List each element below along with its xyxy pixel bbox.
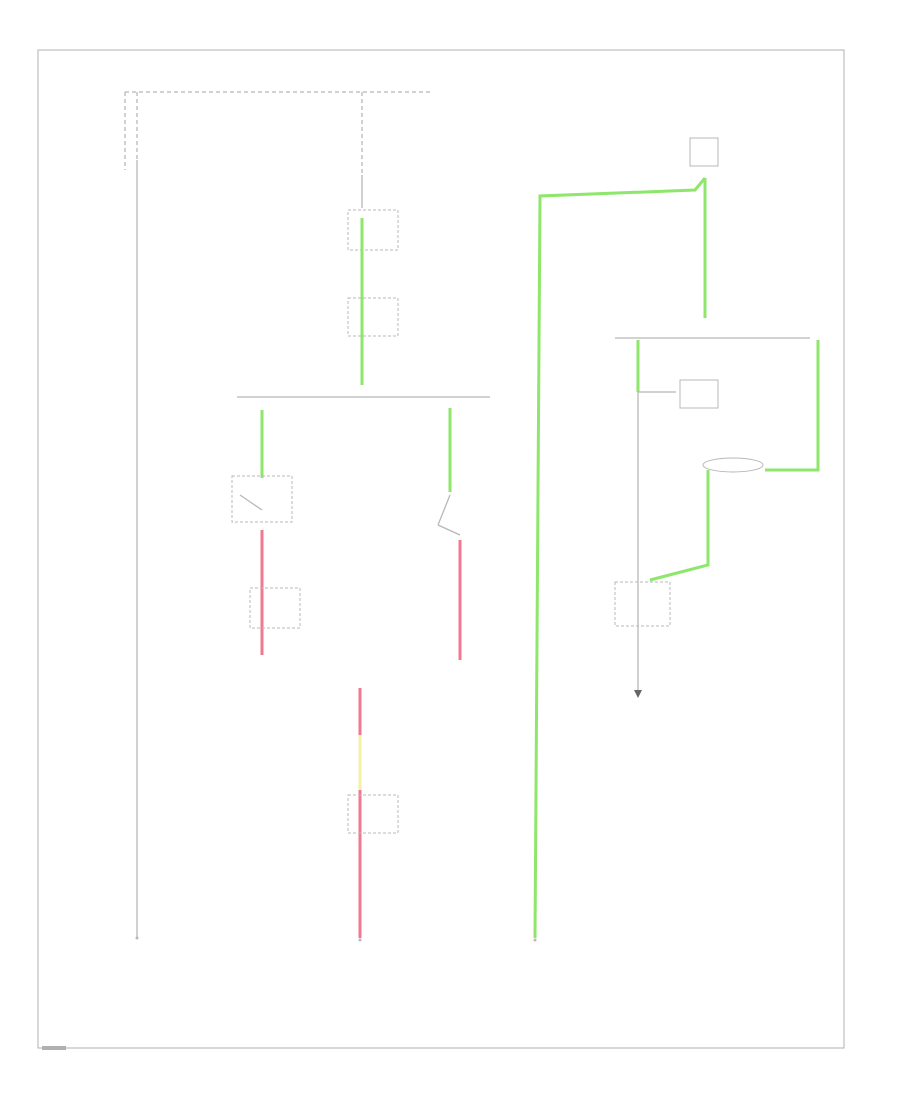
switch-contact-right <box>437 494 451 526</box>
center-ground-pin <box>358 938 362 942</box>
right-sub-green-right <box>765 340 820 472</box>
long-green-wire <box>533 177 707 939</box>
connector-block-mid <box>347 297 399 337</box>
relay-component <box>679 379 719 409</box>
left-ground-pin <box>135 936 139 940</box>
lamp-component <box>702 457 764 473</box>
page-id-mark <box>42 1046 66 1050</box>
diagram-frame <box>37 49 845 1049</box>
connector-block-center-lower <box>347 794 399 834</box>
switch-contact-right-2 <box>437 524 461 536</box>
ground-arrow-icon <box>634 690 642 698</box>
switch-component-left <box>231 475 293 523</box>
connector-block-upper <box>347 209 399 251</box>
connector-block-left-lower <box>249 587 301 629</box>
lamp-green-return <box>649 470 710 582</box>
top-right-component <box>689 137 719 167</box>
connector-block-right <box>614 581 671 627</box>
switch-contact-left <box>239 494 263 511</box>
right-ground-pin <box>533 938 537 942</box>
